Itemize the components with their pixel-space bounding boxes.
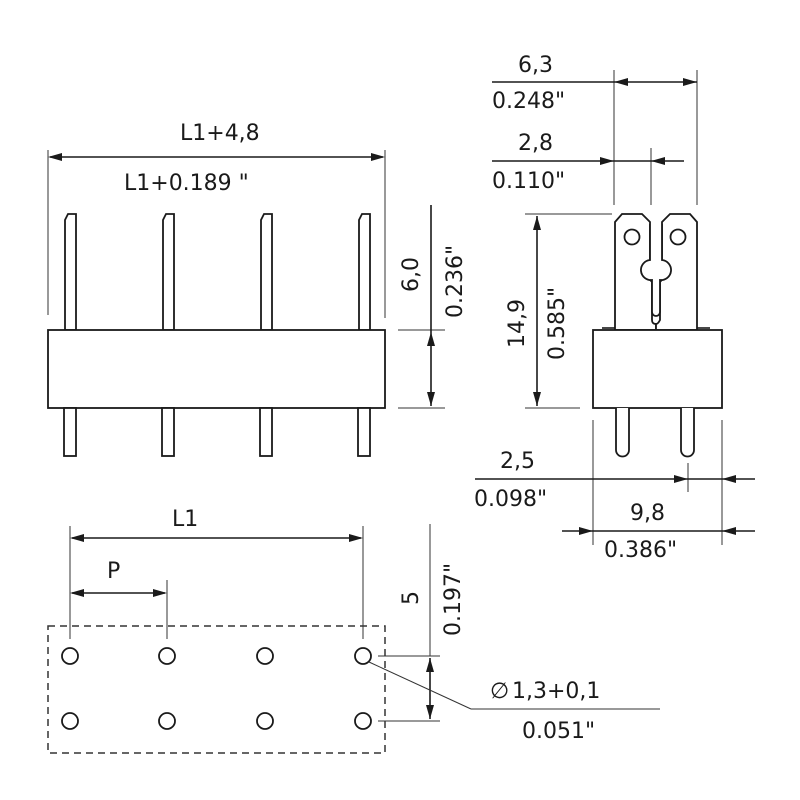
tab-offset-in: 0.110"	[492, 169, 565, 194]
body-width-in: 0.386"	[604, 538, 677, 563]
footprint-outline	[47, 625, 386, 754]
height-mm: 14,9	[505, 299, 530, 348]
pin-offset-in: 0.098"	[474, 487, 547, 512]
hole-diameter-mm: 1,3+0,1	[512, 679, 600, 704]
pin-height-mm: 6,0	[399, 257, 424, 292]
footprint-holes	[61, 647, 372, 730]
side-pin-right	[680, 408, 695, 458]
tab-width-in: 0.248"	[492, 89, 565, 114]
connector-body-side	[592, 329, 723, 409]
tab-hole-left	[623, 228, 641, 246]
tab-hole-right	[669, 228, 687, 246]
front-view: L1+4,8 L1+0.189 " 6,0 0.236"	[47, 121, 468, 457]
side-pin-left	[615, 408, 630, 458]
pitch-label: P	[107, 559, 120, 584]
height-in: 0.585"	[545, 287, 570, 360]
footprint-length-label: L1	[172, 507, 198, 532]
diameter-symbol-icon: ∅	[490, 679, 509, 704]
pin-offset-mm: 2,5	[500, 449, 535, 474]
side-view: 6,3 0.248" 2,8 0.110" 14,9 0.585"	[474, 53, 755, 563]
lower-pins	[63, 407, 371, 457]
body-width-mm: 9,8	[630, 501, 665, 526]
tab-width-mm: 6,3	[518, 53, 553, 78]
pcb-footprint: L1 P 5 0.197" ∅ 1,3+0,1 0.051"	[47, 507, 660, 754]
hole-diameter-in: 0.051"	[522, 719, 595, 744]
pin-height-in: 0.236"	[443, 245, 468, 318]
row-spacing-in: 0.197"	[441, 563, 466, 636]
overall-length-mm: L1+4,8	[180, 121, 260, 146]
upper-pins	[64, 213, 371, 331]
tab-offset-mm: 2,8	[518, 131, 553, 156]
row-spacing-mm: 5	[399, 591, 424, 605]
connector-body-front	[47, 329, 386, 409]
overall-length-in: L1+0.189 "	[124, 171, 249, 196]
